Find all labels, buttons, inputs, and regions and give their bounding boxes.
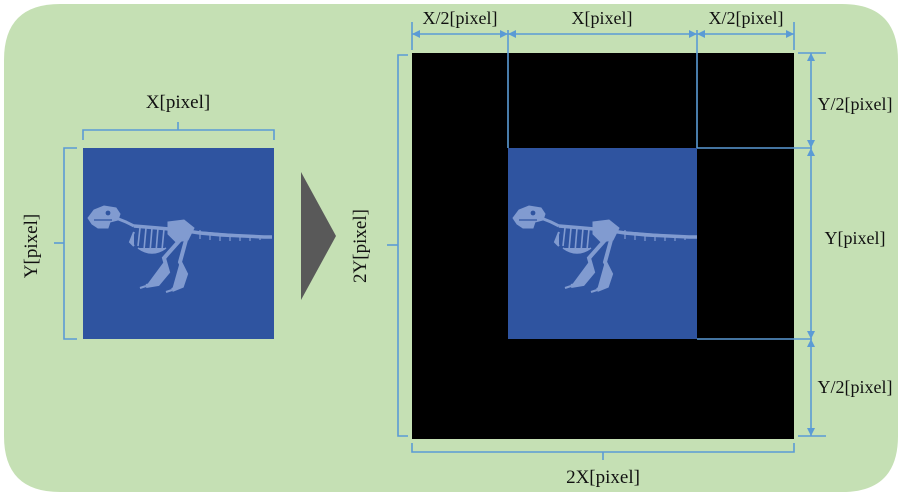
top-center-width-label: X[pixel] (572, 8, 633, 28)
right-bottom-height-label: Y/2[pixel] (818, 377, 893, 397)
original-width-label: X[pixel] (146, 92, 210, 113)
padded-height-brace (387, 54, 408, 437)
padded-height-label: 2Y[pixel] (350, 209, 371, 283)
right-height-dimensions (798, 52, 826, 437)
top-left-width-label: X/2[pixel] (423, 8, 498, 28)
original-height-label: Y[pixel] (21, 214, 42, 278)
right-top-height-label: Y/2[pixel] (818, 94, 893, 114)
right-triangle-arrow-icon (301, 172, 336, 300)
original-width-brace (82, 122, 275, 140)
padded-image (412, 30, 812, 439)
top-right-width-label: X/2[pixel] (709, 8, 784, 28)
padded-width-brace (411, 443, 795, 460)
original-height-brace (54, 147, 77, 340)
original-image (83, 148, 274, 339)
padded-width-label: 2X[pixel] (566, 467, 640, 488)
right-middle-height-label: Y[pixel] (825, 228, 886, 248)
top-width-dimensions (411, 22, 795, 50)
